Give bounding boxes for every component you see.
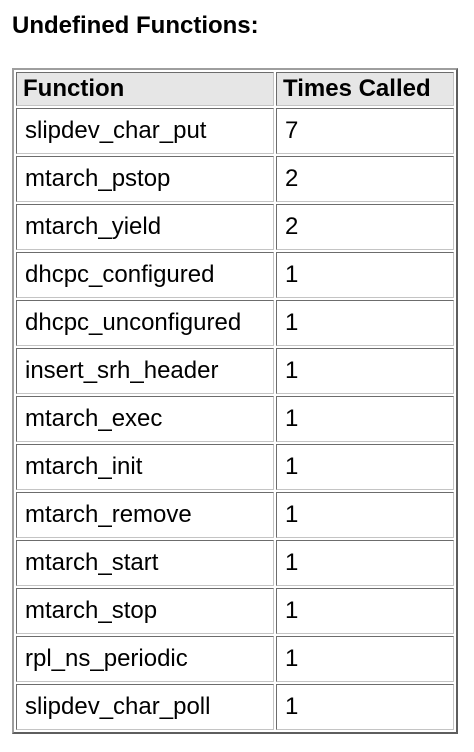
times-called-cell: 1 xyxy=(276,636,454,682)
table-row: mtarch_exec 1 xyxy=(16,396,454,442)
table-row: insert_srh_header 1 xyxy=(16,348,454,394)
function-name-cell: mtarch_start xyxy=(16,540,274,586)
times-called-cell: 1 xyxy=(276,252,454,298)
table-row: mtarch_remove 1 xyxy=(16,492,454,538)
page-heading: Undefined Functions: xyxy=(12,12,259,39)
function-name-cell: slipdev_char_poll xyxy=(16,684,274,730)
table-row: rpl_ns_periodic 1 xyxy=(16,636,454,682)
times-called-cell: 1 xyxy=(276,444,454,490)
times-called-cell: 7 xyxy=(276,108,454,154)
function-name-cell: mtarch_yield xyxy=(16,204,274,250)
times-called-cell: 1 xyxy=(276,396,454,442)
table-row: mtarch_stop 1 xyxy=(16,588,454,634)
table-header-row: Function Times Called xyxy=(16,72,454,106)
times-called-cell: 1 xyxy=(276,540,454,586)
table-row: mtarch_start 1 xyxy=(16,540,454,586)
function-name-cell: rpl_ns_periodic xyxy=(16,636,274,682)
times-called-cell: 1 xyxy=(276,588,454,634)
function-name-cell: mtarch_exec xyxy=(16,396,274,442)
undefined-functions-table: Function Times Called slipdev_char_put 7… xyxy=(14,70,456,732)
table-row: slipdev_char_put 7 xyxy=(16,108,454,154)
times-called-cell: 1 xyxy=(276,348,454,394)
function-name-cell: insert_srh_header xyxy=(16,348,274,394)
times-called-cell: 1 xyxy=(276,492,454,538)
column-header-function: Function xyxy=(16,72,274,106)
times-called-cell: 2 xyxy=(276,156,454,202)
undefined-functions-table-frame: Function Times Called slipdev_char_put 7… xyxy=(12,68,458,734)
table-row: dhcpc_unconfigured 1 xyxy=(16,300,454,346)
function-name-cell: dhcpc_unconfigured xyxy=(16,300,274,346)
table-row: mtarch_pstop 2 xyxy=(16,156,454,202)
function-name-cell: mtarch_remove xyxy=(16,492,274,538)
column-header-times-called: Times Called xyxy=(276,72,454,106)
function-name-cell: slipdev_char_put xyxy=(16,108,274,154)
times-called-cell: 2 xyxy=(276,204,454,250)
function-name-cell: mtarch_init xyxy=(16,444,274,490)
function-name-cell: dhcpc_configured xyxy=(16,252,274,298)
times-called-cell: 1 xyxy=(276,300,454,346)
table-row: mtarch_yield 2 xyxy=(16,204,454,250)
table-row: slipdev_char_poll 1 xyxy=(16,684,454,730)
table-row: mtarch_init 1 xyxy=(16,444,454,490)
function-name-cell: mtarch_stop xyxy=(16,588,274,634)
function-name-cell: mtarch_pstop xyxy=(16,156,274,202)
times-called-cell: 1 xyxy=(276,684,454,730)
table-row: dhcpc_configured 1 xyxy=(16,252,454,298)
